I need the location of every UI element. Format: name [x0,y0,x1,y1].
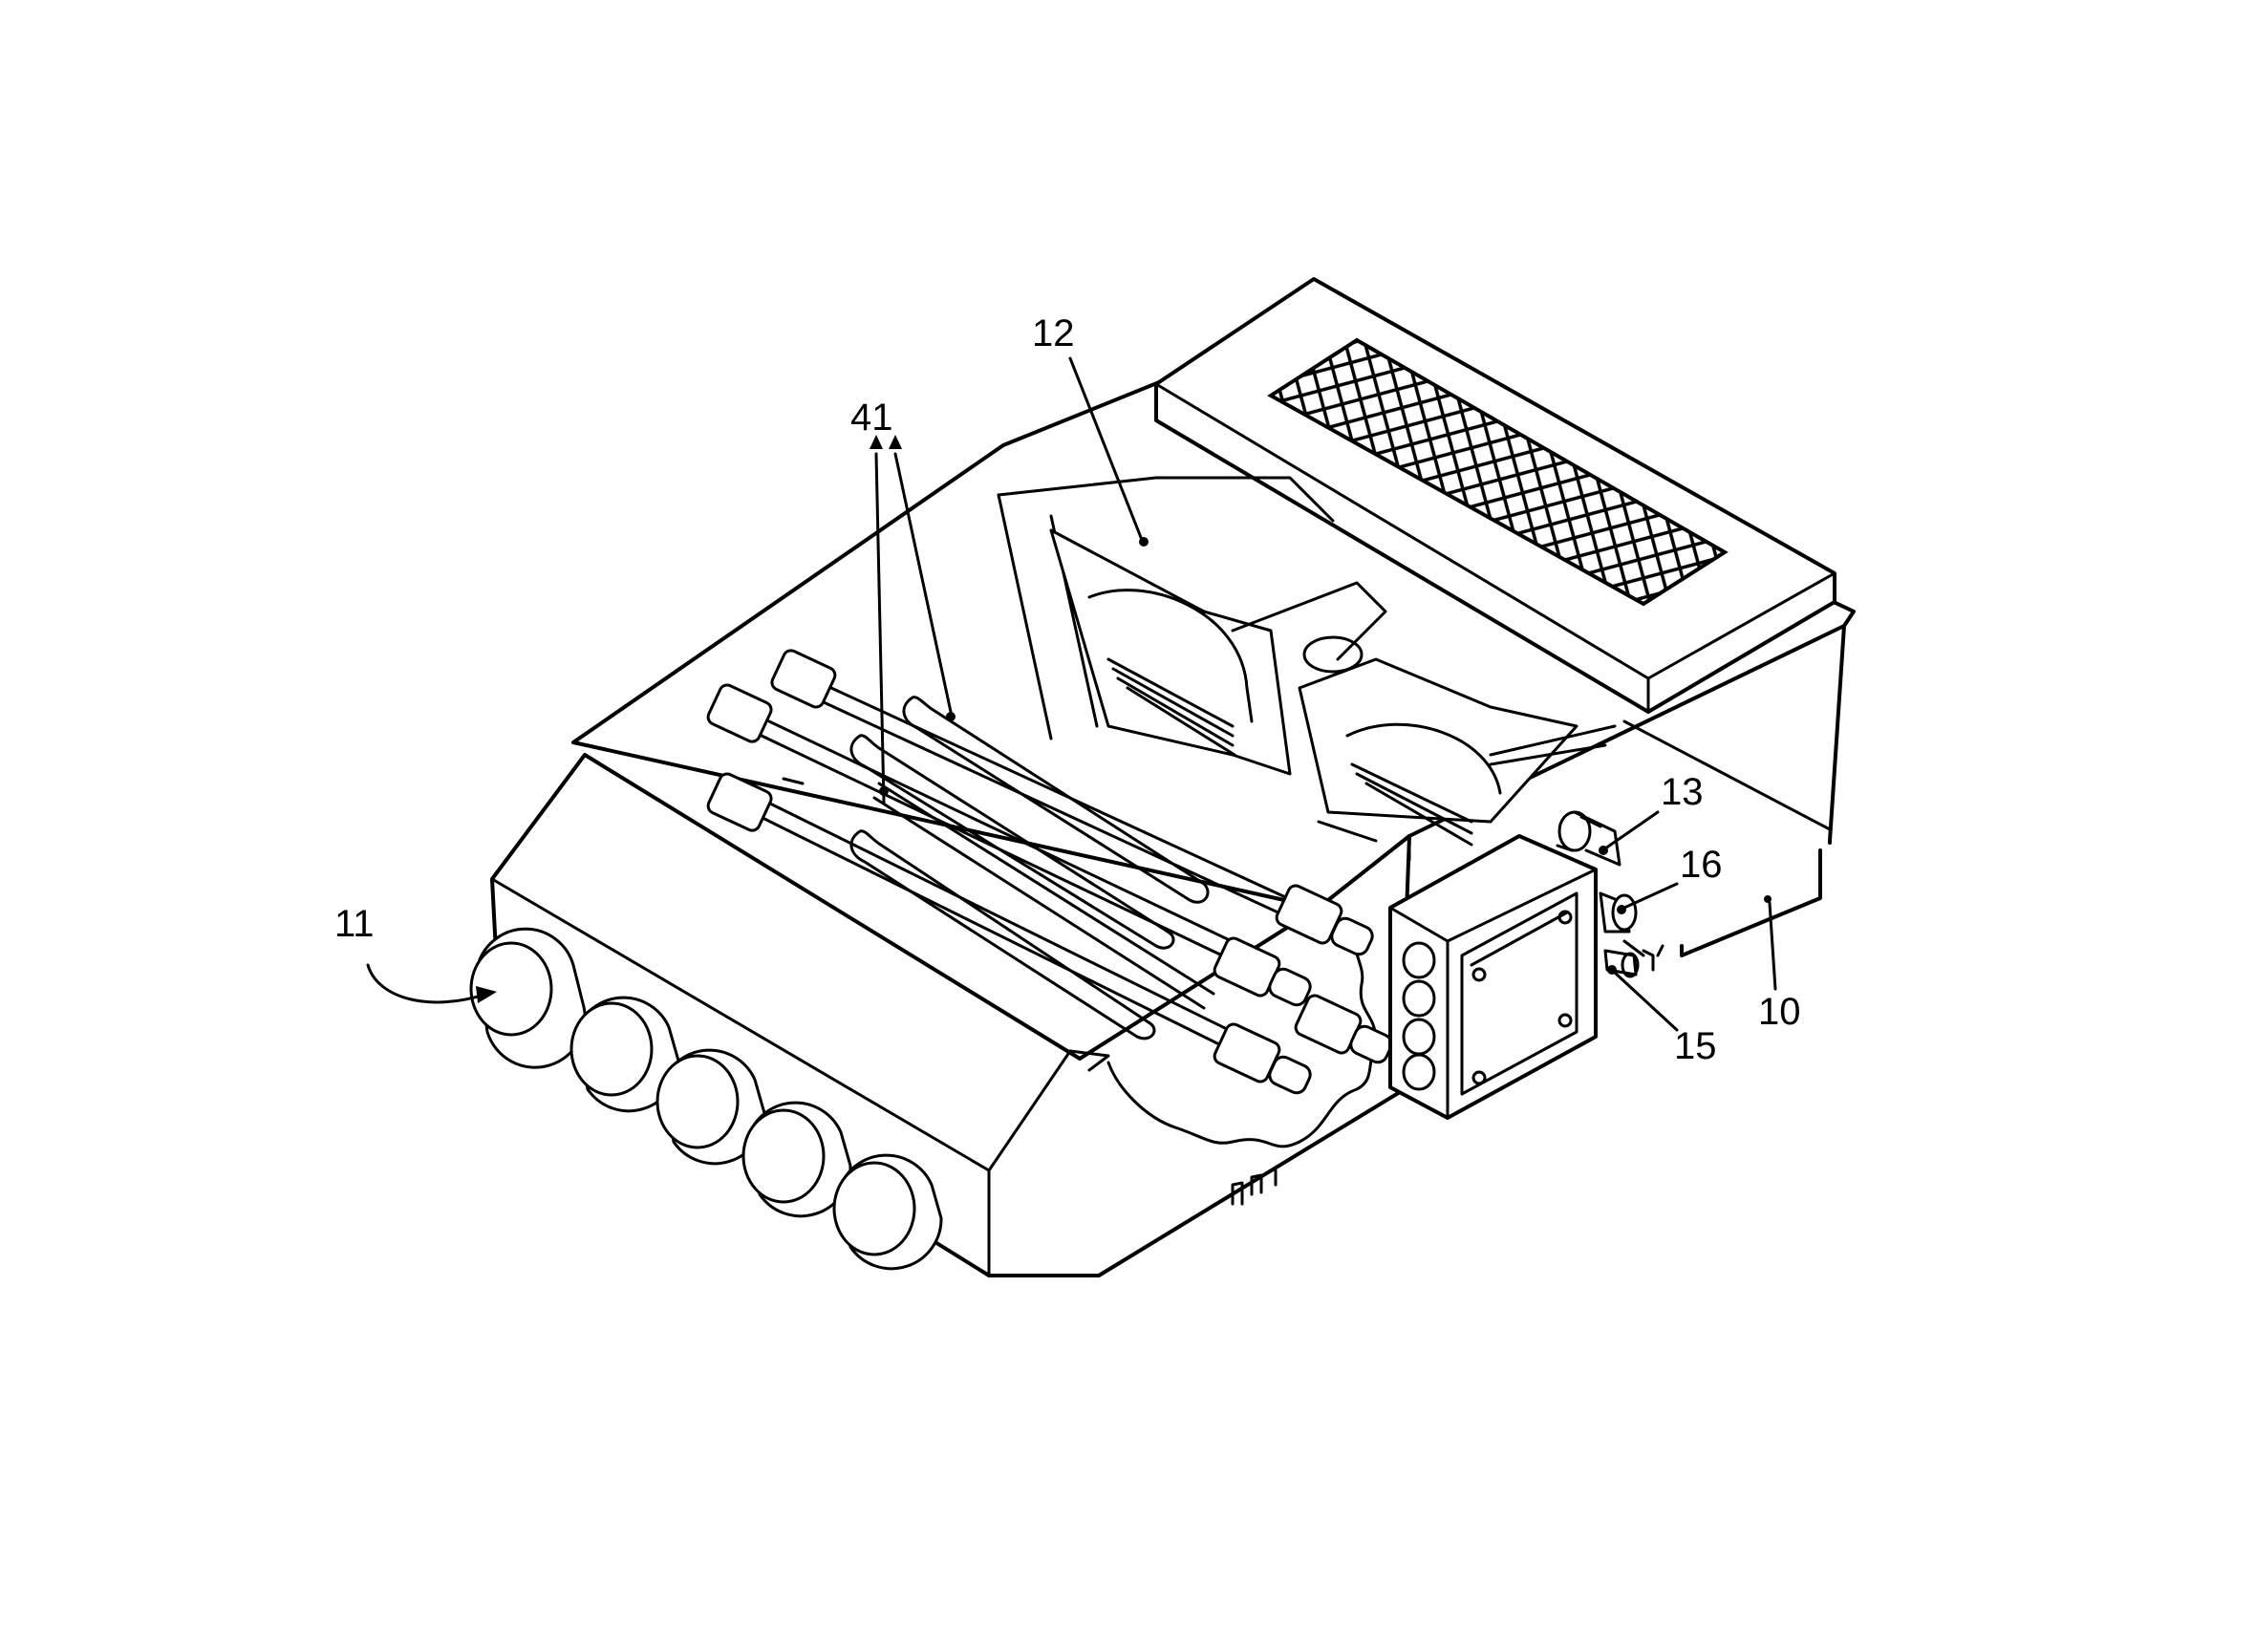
ref-label-13: 13 [1661,771,1704,813]
outlet-4 [741,1101,852,1218]
ref-label-12: 12 [1032,312,1075,354]
filter-box [1154,277,1836,714]
filter-mesh [1267,337,1729,607]
ref-label-16: 16 [1680,844,1723,886]
ref-label-10: 10 [1758,991,1801,1033]
outlet-3 [655,1048,766,1166]
heater-rod-1 [770,649,1374,956]
outlet-2 [569,996,680,1113]
heater-rod-3 [706,772,1312,1095]
outlet-5 [832,1153,943,1271]
ref-label-41: 41 [850,397,893,439]
fan-housing [997,476,1617,847]
heating-elements [706,649,1393,1095]
ref-label-11: 11 [334,903,375,945]
pipe-13 [1556,810,1621,867]
control-box [1388,834,1598,1120]
control-knob-3 [1402,1018,1436,1056]
control-knob-2 [1402,979,1436,1018]
ref-label-15: 15 [1674,1025,1717,1067]
control-knob-4 [1402,1053,1436,1091]
control-knob-1 [1402,941,1436,979]
reference-labels: 41 12 11 13 16 15 10 [334,312,1801,1067]
outlet-spigots [469,927,943,1271]
outlet-1 [469,927,587,1069]
leader-lines [366,356,1777,1032]
